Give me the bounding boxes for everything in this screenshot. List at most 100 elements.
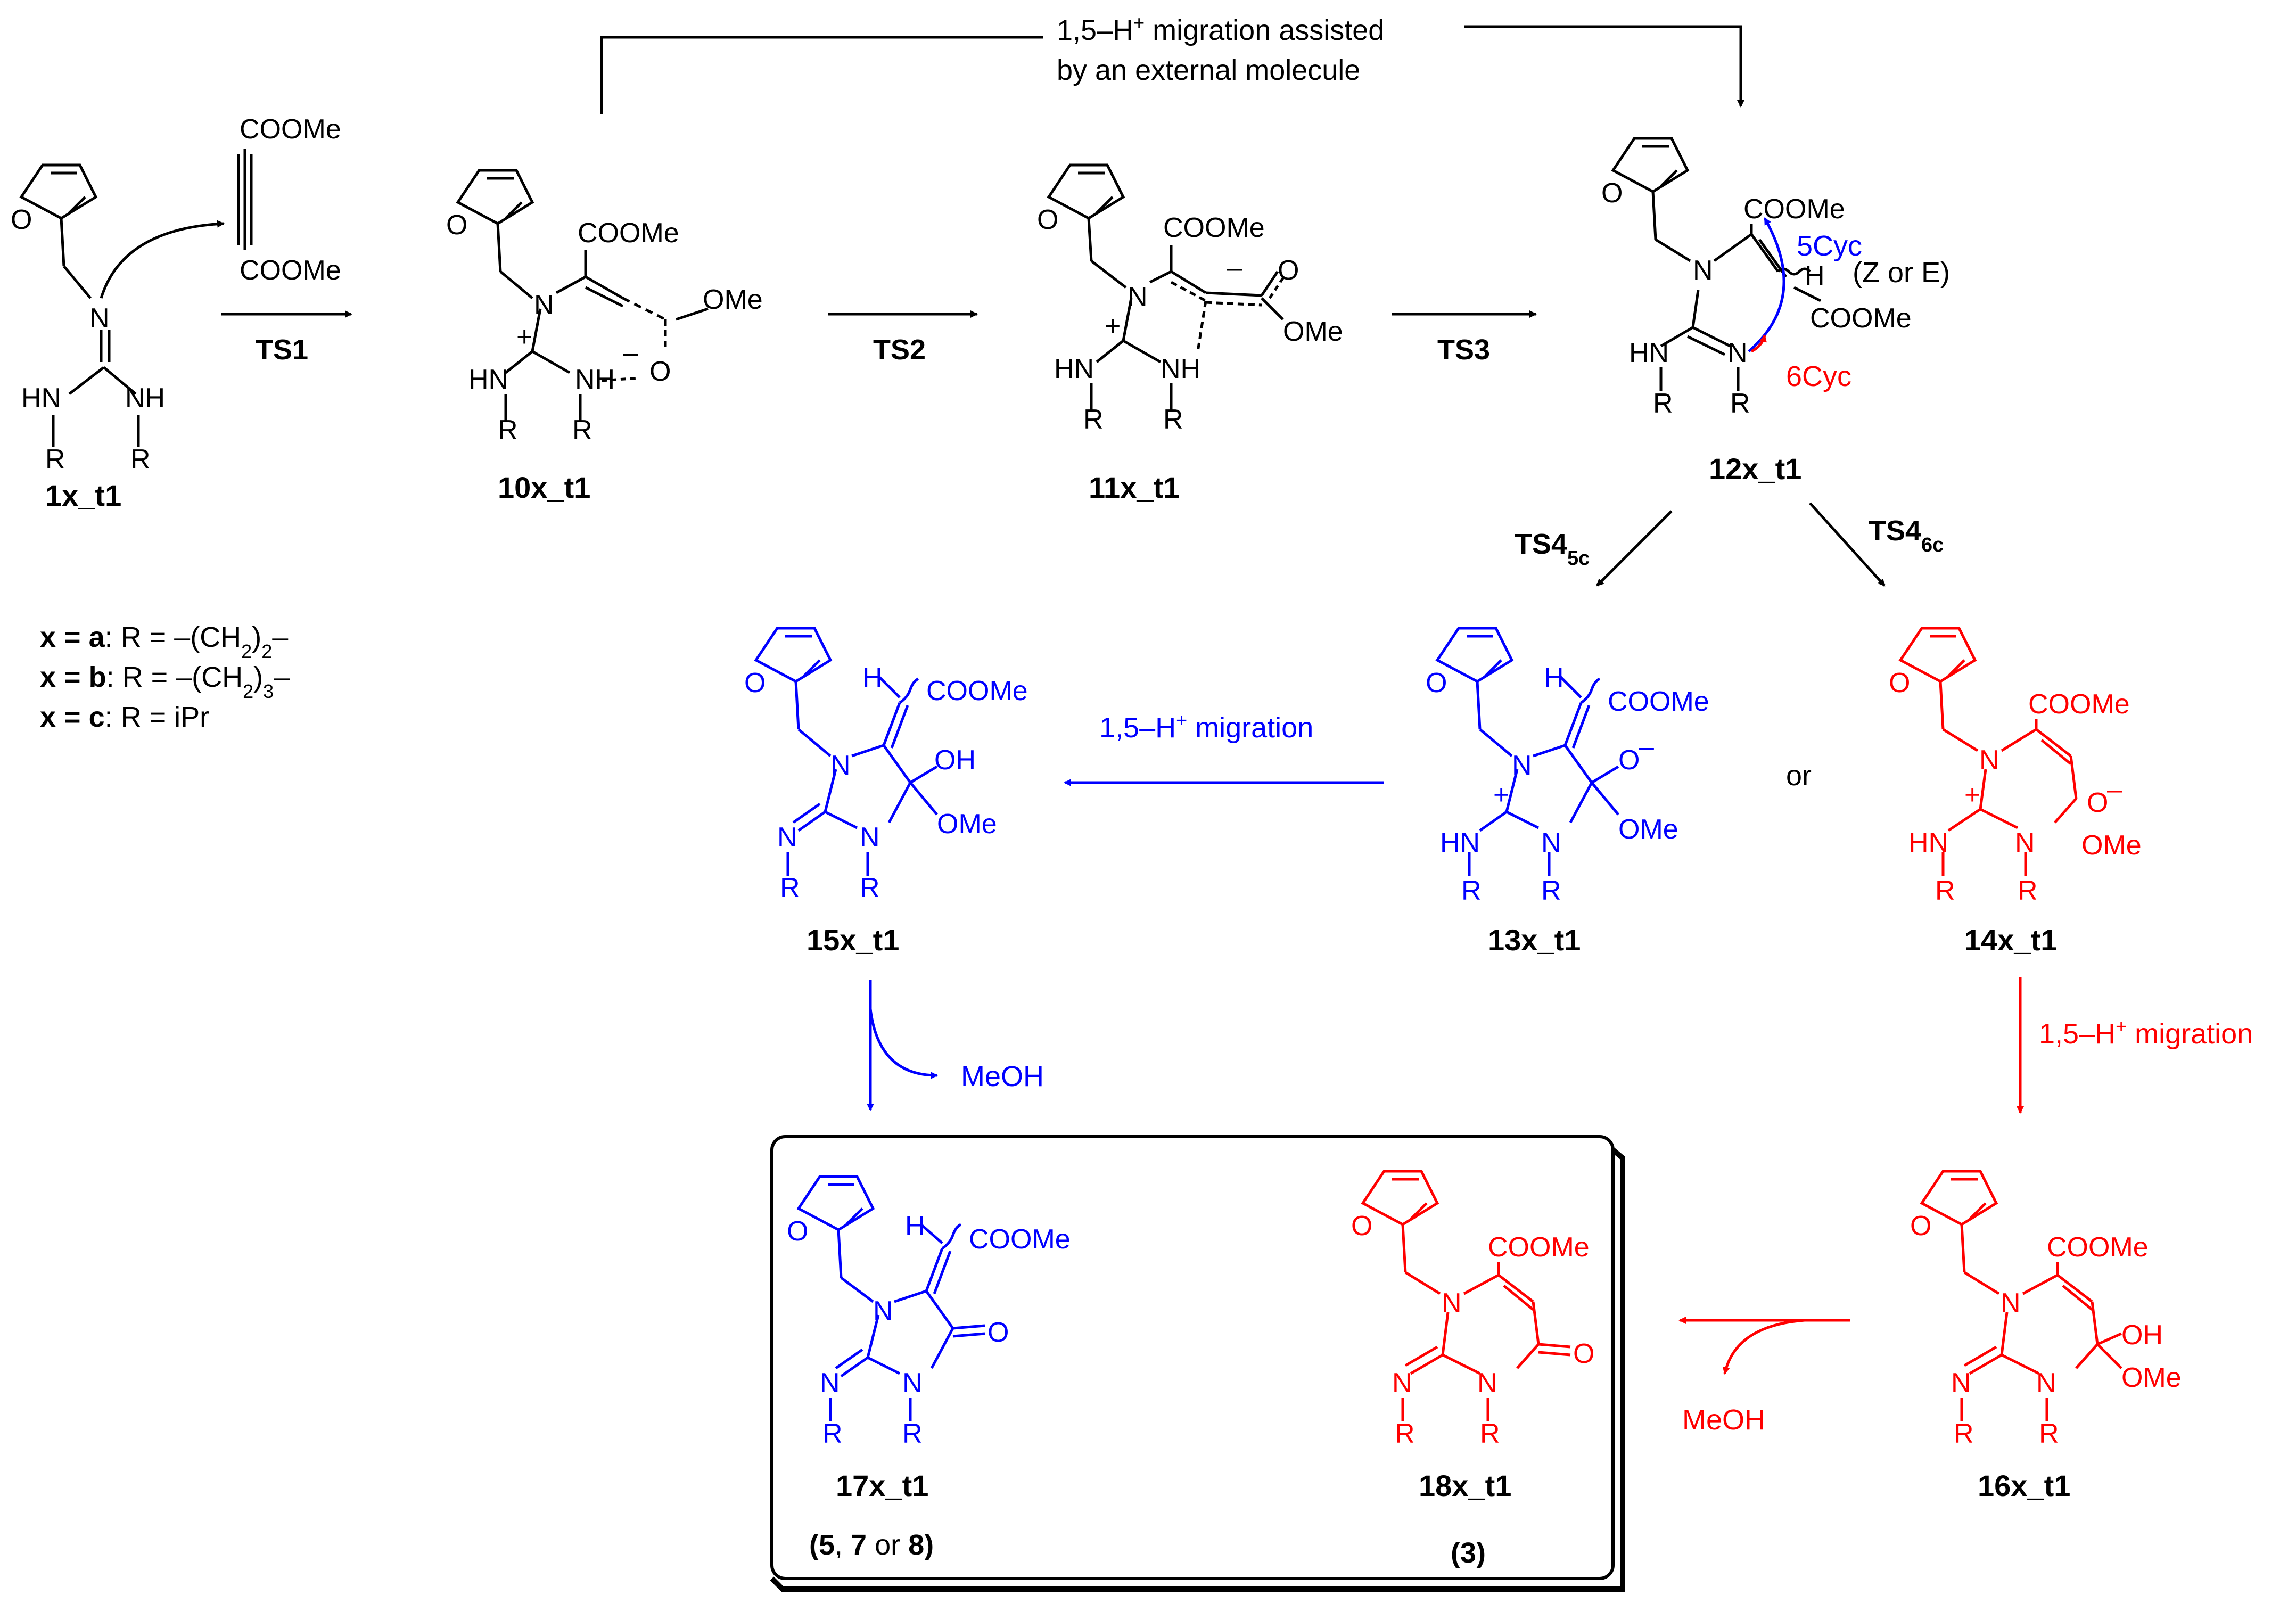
atom-o: O <box>1573 1338 1594 1369</box>
compound-label-14: 14x_t1 <box>1964 923 2057 957</box>
atom-h: H <box>1544 662 1564 693</box>
charge-minus: – <box>1639 731 1654 762</box>
atom-r: R <box>1163 404 1183 435</box>
top-note-line2: by an external molecule <box>1057 54 1360 86</box>
atom-o: O <box>1618 745 1640 776</box>
meoh-red: MeOH <box>1682 1404 1765 1436</box>
atom-r: R <box>1395 1418 1415 1449</box>
atom-o: O <box>1037 204 1058 235</box>
atom-ome: OMe <box>1283 316 1343 347</box>
compound-10-structure <box>456 169 709 421</box>
atom-ome: OMe <box>937 809 997 840</box>
atom-nh: NH <box>575 364 615 395</box>
atom-r: R <box>780 873 800 903</box>
atom-hn: HN <box>1629 338 1669 368</box>
atom-hn: HN <box>1440 827 1480 858</box>
charge-plus: + <box>1964 779 1980 810</box>
atom-o: O <box>11 204 32 235</box>
atom-r: R <box>45 444 65 475</box>
compound-13-structure <box>1435 627 1619 876</box>
atom-o: O <box>2087 787 2108 818</box>
atom-o: O <box>446 210 467 241</box>
atom-r: R <box>822 1418 843 1449</box>
atom-n: N <box>1392 1368 1412 1399</box>
atom-o: O <box>1278 255 1299 286</box>
legend-b: x = b: R = –(CH2)3– <box>40 661 290 702</box>
atom-r: R <box>1730 388 1750 419</box>
atom-n: N <box>1477 1368 1497 1399</box>
charge-plus: + <box>1493 779 1509 810</box>
atom-hn: HN <box>1908 827 1948 858</box>
atom-n: N <box>1693 255 1713 286</box>
product-note-18: (3) <box>1451 1537 1486 1569</box>
atom-coome: COOMe <box>578 218 679 249</box>
atom-o: O <box>987 1317 1009 1348</box>
compound-16-structure <box>1920 1170 2122 1421</box>
compound-label-11: 11x_t1 <box>1089 471 1180 504</box>
atom-o: O <box>787 1216 808 1247</box>
atom-coome: COOMe <box>1488 1232 1590 1263</box>
atom-hn: HN <box>21 383 61 414</box>
legend-c: x = c: R = iPr <box>40 701 209 733</box>
compound-18-structure <box>1361 1170 1571 1421</box>
charge-plus: + <box>516 322 532 352</box>
compound-14-structure <box>1898 627 2078 876</box>
atom-o: O <box>1351 1211 1372 1242</box>
compound-label-10: 10x_t1 <box>498 471 590 504</box>
atom-n: N <box>1512 750 1532 781</box>
compound-11-structure <box>1047 163 1287 410</box>
charge-minus: – <box>2107 774 2122 805</box>
compound-label-13: 13x_t1 <box>1488 923 1581 957</box>
compound-12-structure <box>1611 137 1822 391</box>
charge-plus: + <box>1105 311 1121 342</box>
atom-n: N <box>820 1368 840 1399</box>
migration-label-red: 1,5–H+ migration <box>2039 1015 2253 1050</box>
ts4-6c-label: TS46c <box>1869 515 1944 556</box>
atom-ome: OMe <box>703 284 763 315</box>
atom-r: R <box>1653 388 1673 419</box>
compound-label-17: 17x_t1 <box>836 1469 928 1502</box>
atom-n: N <box>2036 1368 2056 1399</box>
atom-coome: COOMe <box>926 676 1028 706</box>
legend-a: x = a: R = –(CH2)2– <box>40 621 288 662</box>
atom-n: N <box>1951 1368 1971 1399</box>
atom-nh: NH <box>125 383 165 414</box>
atom-coome: COOMe <box>240 255 341 286</box>
atom-o: O <box>1601 178 1623 209</box>
compound-label-12: 12x_t1 <box>1709 452 1801 486</box>
atom-nh: NH <box>1161 354 1200 384</box>
migration-label-blue: 1,5–H+ migration <box>1099 709 1313 744</box>
atom-oh: OH <box>2121 1320 2163 1351</box>
top-note-line1: 1,5–H+ migration assisted <box>1057 12 1384 47</box>
atom-n: N <box>777 822 797 853</box>
ts3-label: TS3 <box>1437 334 1490 366</box>
atom-ome: OMe <box>1618 814 1678 845</box>
product-note-17: (5, 7 or 8) <box>809 1529 934 1561</box>
atom-n: N <box>1128 282 1148 313</box>
ts4-5c-label: TS45c <box>1515 528 1590 570</box>
compound-17-structure <box>796 1175 985 1421</box>
ts2-label: TS2 <box>873 334 926 366</box>
compound-label-18: 18x_t1 <box>1419 1469 1511 1502</box>
compound-15-structure <box>754 627 938 876</box>
atom-r: R <box>1541 875 1561 906</box>
atom-coome: COOMe <box>1163 212 1265 243</box>
atom-hn: HN <box>1054 354 1094 384</box>
compound-label-16: 16x_t1 <box>1978 1469 2070 1502</box>
charge-minus: – <box>623 338 638 368</box>
atom-h: H <box>905 1211 925 1242</box>
atom-r: R <box>2018 875 2038 906</box>
compound-1-structure <box>19 163 225 447</box>
atom-o: O <box>1889 668 1910 698</box>
atom-coome: COOMe <box>1743 194 1845 225</box>
atom-ome: OMe <box>2081 830 2142 861</box>
atom-r: R <box>1954 1418 1974 1449</box>
products-box-shadow <box>770 1148 1625 1592</box>
atom-h: H <box>862 662 883 693</box>
arrow-meoh-red <box>1722 1319 1805 1375</box>
atom-r: R <box>2039 1418 2059 1449</box>
atom-coome: COOMe <box>1810 303 1912 334</box>
atom-r: R <box>1083 404 1104 435</box>
products-box <box>770 1135 1615 1580</box>
